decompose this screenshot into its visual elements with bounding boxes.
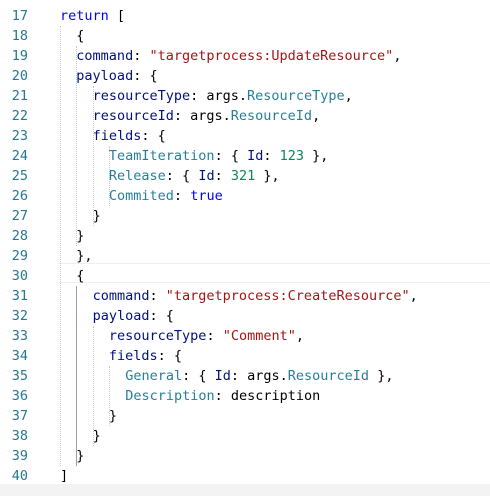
code-text: Commited: true xyxy=(108,188,223,204)
code-line[interactable]: 28} xyxy=(0,226,490,246)
code-line[interactable]: 19 command: "targetprocess:UpdateResource… xyxy=(0,46,490,66)
code-line[interactable]: 37} xyxy=(0,406,490,426)
code-line[interactable]: 32 payload: { xyxy=(0,306,490,326)
line-number: 21 xyxy=(11,88,28,104)
line-number: 32 xyxy=(11,308,28,324)
line-number: 38 xyxy=(11,428,28,444)
code-text: fields: { xyxy=(92,128,166,144)
line-number: 27 xyxy=(11,208,28,224)
code-line[interactable]: 33 resourceType: "Comment", xyxy=(0,326,490,346)
code-line[interactable]: 36 Description: description xyxy=(0,386,490,406)
code-text: payload: { xyxy=(92,308,174,324)
code-line[interactable]: 39} xyxy=(0,446,490,466)
line-number: 35 xyxy=(11,368,28,384)
indent-guide xyxy=(108,366,110,426)
line-number: 26 xyxy=(11,188,28,204)
code-line[interactable]: 21 resourceType: args.ResourceType, xyxy=(0,86,490,106)
code-line[interactable]: 40] xyxy=(0,466,490,486)
line-number: 39 xyxy=(11,448,28,464)
code-text: { xyxy=(76,268,85,284)
line-number: 31 xyxy=(11,288,28,304)
code-text: command: "targetprocess:UpdateResource", xyxy=(76,48,402,64)
code-line[interactable]: 18 { xyxy=(0,26,490,46)
horizontal-scrollbar[interactable] xyxy=(0,484,490,496)
code-text: fields: { xyxy=(108,348,183,364)
code-text: General: { Id: args.ResourceId }, xyxy=(125,368,394,384)
line-number: 28 xyxy=(11,228,28,244)
line-number: 37 xyxy=(11,408,28,424)
code-line[interactable]: 27} xyxy=(0,206,490,226)
indent-guide xyxy=(76,46,78,246)
indent-guide xyxy=(60,26,61,466)
code-line[interactable]: 30 { xyxy=(0,266,490,286)
line-number: 17 xyxy=(11,8,28,24)
code-text: resourceId: args.ResourceId, xyxy=(92,108,321,124)
code-line[interactable]: 31 command: "targetprocess:CreateResource… xyxy=(0,286,490,306)
code-line[interactable]: 25 Release: { Id: 321 }, xyxy=(0,166,490,186)
code-text: resourceType: args.ResourceType, xyxy=(92,88,353,104)
code-line[interactable]: 24 TeamIteration: { Id: 123 }, xyxy=(0,146,490,166)
code-text: return [ xyxy=(60,8,126,24)
code-text: Release: { Id: 321 }, xyxy=(108,168,280,184)
indent-guide xyxy=(92,86,94,226)
line-number: 18 xyxy=(11,28,28,44)
code-line[interactable]: 34 fields: { xyxy=(0,346,490,366)
code-line[interactable]: 23 fields: { xyxy=(0,126,490,146)
code-line[interactable]: 20 payload: { xyxy=(0,66,490,86)
code-text: ] xyxy=(60,468,69,484)
code-text: payload: { xyxy=(76,68,158,84)
line-number: 23 xyxy=(11,128,28,144)
indent-guide xyxy=(92,326,94,446)
line-number: 19 xyxy=(11,48,28,64)
code-text: } xyxy=(92,428,101,444)
code-line[interactable]: 26 Commited: true xyxy=(0,186,490,206)
code-text: TeamIteration: { Id: 123 }, xyxy=(108,148,329,164)
code-text: { xyxy=(76,28,85,44)
line-number: 24 xyxy=(11,148,28,164)
code-text: resourceType: "Comment", xyxy=(108,328,304,344)
code-text: }, xyxy=(76,248,93,264)
code-line[interactable]: 35 General: { Id: args.ResourceId }, xyxy=(0,366,490,386)
code-text: } xyxy=(76,448,85,464)
indent-guide xyxy=(76,286,78,466)
code-text: } xyxy=(92,208,101,224)
line-number: 20 xyxy=(11,68,28,84)
code-text: Description: description xyxy=(125,388,321,404)
code-text: } xyxy=(108,408,118,424)
line-number: 25 xyxy=(11,168,28,184)
line-number: 40 xyxy=(11,468,28,484)
current-line-highlight xyxy=(58,263,490,283)
code-text: command: "targetprocess:CreateResource", xyxy=(92,288,418,304)
line-number: 22 xyxy=(11,108,28,124)
code-line[interactable]: 17 return [ xyxy=(0,6,490,26)
indent-guide xyxy=(108,146,110,206)
code-text: } xyxy=(76,228,85,244)
line-number: 29 xyxy=(11,248,28,264)
line-number: 36 xyxy=(11,388,28,404)
line-number: 34 xyxy=(11,348,28,364)
line-number: 33 xyxy=(11,328,28,344)
code-line[interactable]: 22 resourceId: args.ResourceId, xyxy=(0,106,490,126)
line-number: 30 xyxy=(11,268,28,284)
code-line[interactable]: 29}, xyxy=(0,246,490,266)
code-line[interactable]: 38} xyxy=(0,426,490,446)
